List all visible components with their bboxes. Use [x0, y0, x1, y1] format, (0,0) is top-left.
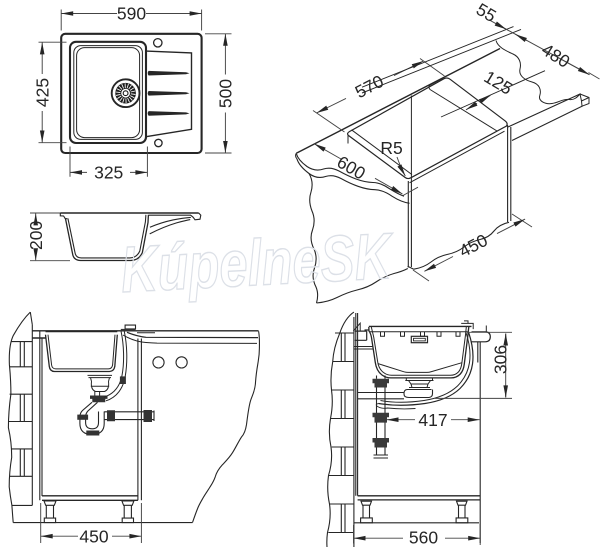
svg-text:55: 55 [473, 0, 500, 26]
svg-text:560: 560 [409, 528, 438, 547]
svg-text:417: 417 [418, 410, 447, 430]
svg-text:425: 425 [32, 78, 52, 107]
svg-text:200: 200 [26, 221, 46, 250]
svg-text:R5: R5 [380, 138, 402, 158]
svg-text:600: 600 [334, 152, 370, 184]
svg-text:KúpelneSK: KúpelneSK [119, 220, 396, 307]
svg-text:325: 325 [94, 162, 123, 182]
svg-text:125: 125 [481, 66, 516, 98]
svg-text:306: 306 [491, 345, 511, 374]
svg-text:450: 450 [79, 526, 108, 546]
svg-text:450: 450 [456, 230, 491, 261]
svg-text:590: 590 [117, 4, 146, 24]
svg-text:500: 500 [215, 79, 235, 108]
svg-text:480: 480 [538, 39, 574, 72]
svg-text:570: 570 [352, 71, 387, 102]
